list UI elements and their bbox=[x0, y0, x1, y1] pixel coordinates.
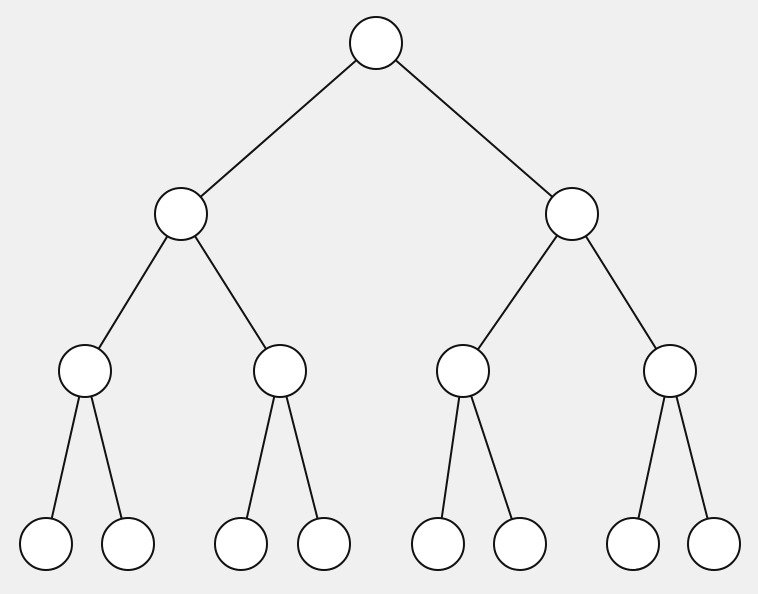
tree-node-2 bbox=[154, 187, 208, 241]
tree-node-leaf-11 bbox=[297, 517, 351, 571]
tree-edge-2-4 bbox=[97, 235, 169, 350]
tree-edge-1-2 bbox=[199, 59, 358, 198]
tree-node-6 bbox=[436, 344, 490, 398]
tree-edge-7-15 bbox=[675, 395, 709, 520]
tree-nodes bbox=[19, 16, 741, 571]
tree-edge-5-10 bbox=[245, 395, 276, 520]
tree-node-leaf-13 bbox=[493, 517, 547, 571]
tree-edge-5-11 bbox=[285, 395, 319, 520]
tree-edge-3-6 bbox=[476, 234, 559, 351]
tree-node-leaf-12 bbox=[411, 517, 465, 571]
tree-node-leaf-10 bbox=[214, 517, 268, 571]
tree-edge-3-7 bbox=[584, 235, 658, 350]
tree-node-4 bbox=[58, 344, 112, 398]
tree-node-5 bbox=[253, 344, 307, 398]
tree-edge-4-9 bbox=[90, 395, 123, 520]
tree-edge-2-5 bbox=[193, 235, 268, 350]
tree-node-leaf-15 bbox=[687, 517, 741, 571]
tree-node-7 bbox=[643, 344, 697, 398]
tree-edge-1-3 bbox=[394, 59, 554, 198]
tree-node-3 bbox=[545, 187, 599, 241]
tree-edges bbox=[50, 59, 709, 521]
tree-edge-6-12 bbox=[440, 395, 461, 520]
tree-node-root bbox=[349, 16, 403, 70]
tree-edge-6-13 bbox=[470, 394, 513, 521]
tree-node-leaf-14 bbox=[606, 517, 660, 571]
tree-node-leaf-9 bbox=[101, 517, 155, 571]
tree-edge-4-8 bbox=[50, 395, 81, 520]
tree-edge-7-14 bbox=[637, 395, 666, 520]
tree-node-leaf-8 bbox=[19, 517, 73, 571]
